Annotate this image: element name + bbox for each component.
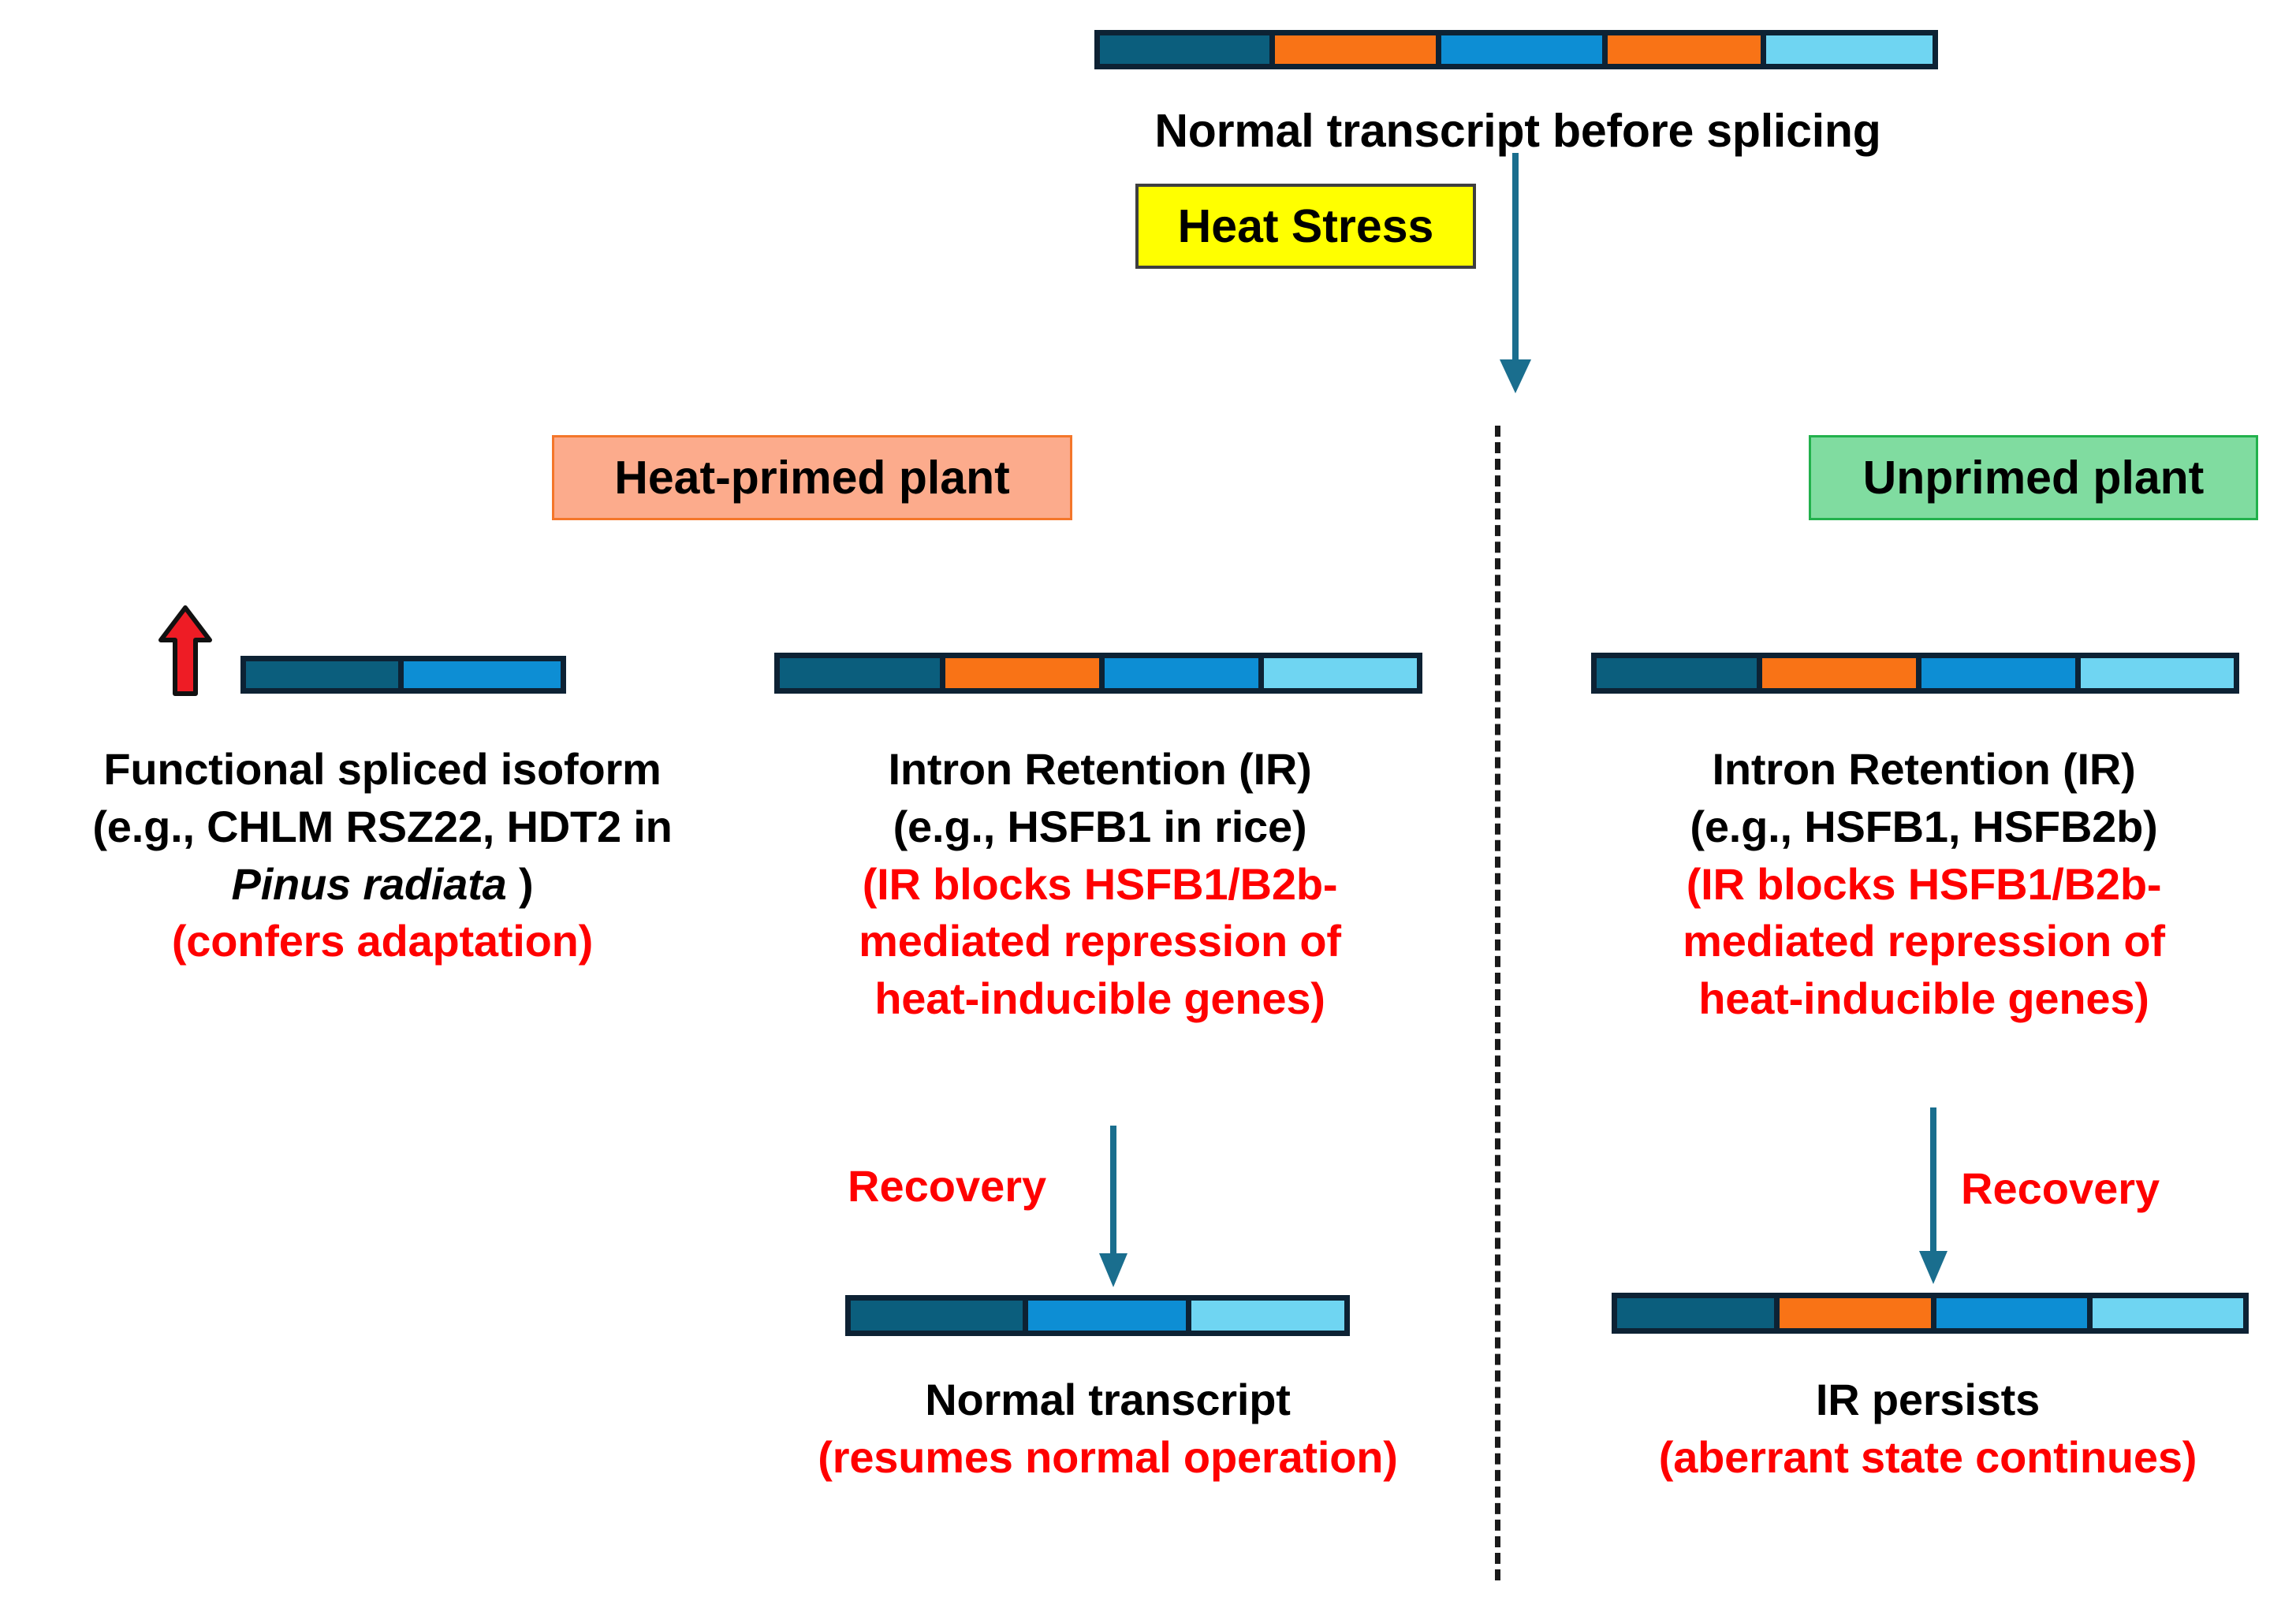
spliced-segment-exon2 xyxy=(403,661,561,688)
right-recovery-label: Recovery xyxy=(1961,1163,2160,1213)
right-outcome-segment-exon1 xyxy=(1617,1298,1780,1328)
right-ir-caption-red2: mediated repression of xyxy=(1683,916,2165,966)
transcript-segment-exon1 xyxy=(1100,35,1275,64)
heat-primed-plant-header: Heat-primed plant xyxy=(552,435,1072,520)
transcript-segment-intron2 xyxy=(1608,35,1766,64)
right-outcome-caption-main: IR persists xyxy=(1815,1375,2041,1424)
heat-stress-label: Heat Stress xyxy=(1177,200,1434,252)
left-outcome-caption: Normal transcript (resumes normal operat… xyxy=(741,1372,1474,1487)
heat-primed-plant-label: Heat-primed plant xyxy=(614,452,1010,504)
spliced-isoform-bar xyxy=(240,656,566,694)
species-name-tail: ) xyxy=(506,858,534,909)
top-transcript-label: Normal transcript before splicing xyxy=(1154,105,1881,157)
species-name: Pinus radiata xyxy=(231,858,507,909)
transcript-segment-exon3 xyxy=(1765,35,1933,64)
left-ir-caption-red2: mediated repression of xyxy=(859,916,1341,966)
left-ir-bar xyxy=(774,653,1422,694)
spliced-caption-line2: (e.g., CHLM RSZ22, HDT2 in xyxy=(92,801,673,851)
right-ir-caption-line2: (e.g., HSFB1, HSFB2b) xyxy=(1690,801,2158,851)
left-ir-caption-red1: (IR blocks HSFB1/B2b- xyxy=(862,858,1338,909)
right-recovery-arrow xyxy=(1918,1107,1949,1289)
panel-divider xyxy=(1495,426,1500,1580)
right-outcome-caption: IR persists (aberrant state continues) xyxy=(1561,1372,2294,1487)
right-ir-segment-exon2 xyxy=(1921,658,2082,688)
unprimed-plant-label: Unprimed plant xyxy=(1862,452,2205,504)
left-recovery-arrow xyxy=(1098,1126,1129,1291)
transcript-segment-exon2 xyxy=(1441,35,1608,64)
heat-stress-box: Heat Stress xyxy=(1135,184,1476,269)
unprimed-plant-header: Unprimed plant xyxy=(1809,435,2258,520)
left-recovery-label: Recovery xyxy=(848,1161,1047,1211)
left-outcome-segment-exon1 xyxy=(851,1301,1029,1331)
left-outcome-caption-main: Normal transcript xyxy=(925,1375,1291,1424)
left-outcome-segment-exon3 xyxy=(1191,1301,1344,1331)
right-ir-bar xyxy=(1591,653,2239,694)
spliced-segment-exon1 xyxy=(246,661,404,688)
heat-stress-arrow xyxy=(1498,153,1533,397)
left-outcome-segment-exon2 xyxy=(1028,1301,1191,1331)
right-outcome-segment-exon3 xyxy=(2093,1298,2243,1328)
spliced-isoform-caption: Functional spliced isoform (e.g., CHLM R… xyxy=(16,741,749,970)
top-transcript-bar xyxy=(1094,30,1938,69)
right-outcome-bar xyxy=(1612,1293,2249,1334)
upregulation-arrow-icon xyxy=(158,605,213,696)
left-ir-caption-line2: (e.g., HSFB1 in rice) xyxy=(893,801,1307,851)
right-ir-segment-exon1 xyxy=(1597,658,1763,688)
right-ir-segment-retained-intron xyxy=(1762,658,1922,688)
spliced-caption-red: (confers adaptation) xyxy=(171,916,594,966)
left-ir-segment-exon2 xyxy=(1105,658,1265,688)
right-ir-segment-exon3 xyxy=(2081,658,2234,688)
right-ir-caption-line1: Intron Retention (IR) xyxy=(1712,744,2136,794)
left-outcome-caption-red: (resumes normal operation) xyxy=(818,1431,1398,1482)
left-ir-caption: Intron Retention (IR) (e.g., HSFB1 in ri… xyxy=(757,741,1443,1028)
right-outcome-segment-exon2 xyxy=(1936,1298,2093,1328)
transcript-segment-intron1 xyxy=(1274,35,1441,64)
left-ir-caption-line1: Intron Retention (IR) xyxy=(888,744,1312,794)
left-ir-caption-red3: heat-inducible genes) xyxy=(874,973,1325,1024)
right-ir-caption-red1: (IR blocks HSFB1/B2b- xyxy=(1686,858,2162,909)
left-ir-segment-exon3 xyxy=(1264,658,1417,688)
right-ir-caption-red3: heat-inducible genes) xyxy=(1698,973,2149,1024)
left-outcome-bar xyxy=(845,1295,1350,1336)
spliced-caption-line1: Functional spliced isoform xyxy=(103,744,662,794)
spliced-caption-line3: Pinus radiata ) xyxy=(16,856,749,914)
left-ir-segment-retained-intron xyxy=(945,658,1105,688)
right-ir-caption: Intron Retention (IR) (e.g., HSFB1, HSFB… xyxy=(1577,741,2271,1028)
left-ir-segment-exon1 xyxy=(780,658,946,688)
right-outcome-segment-retained-intron xyxy=(1780,1298,1936,1328)
right-outcome-caption-red: (aberrant state continues) xyxy=(1658,1431,2197,1482)
